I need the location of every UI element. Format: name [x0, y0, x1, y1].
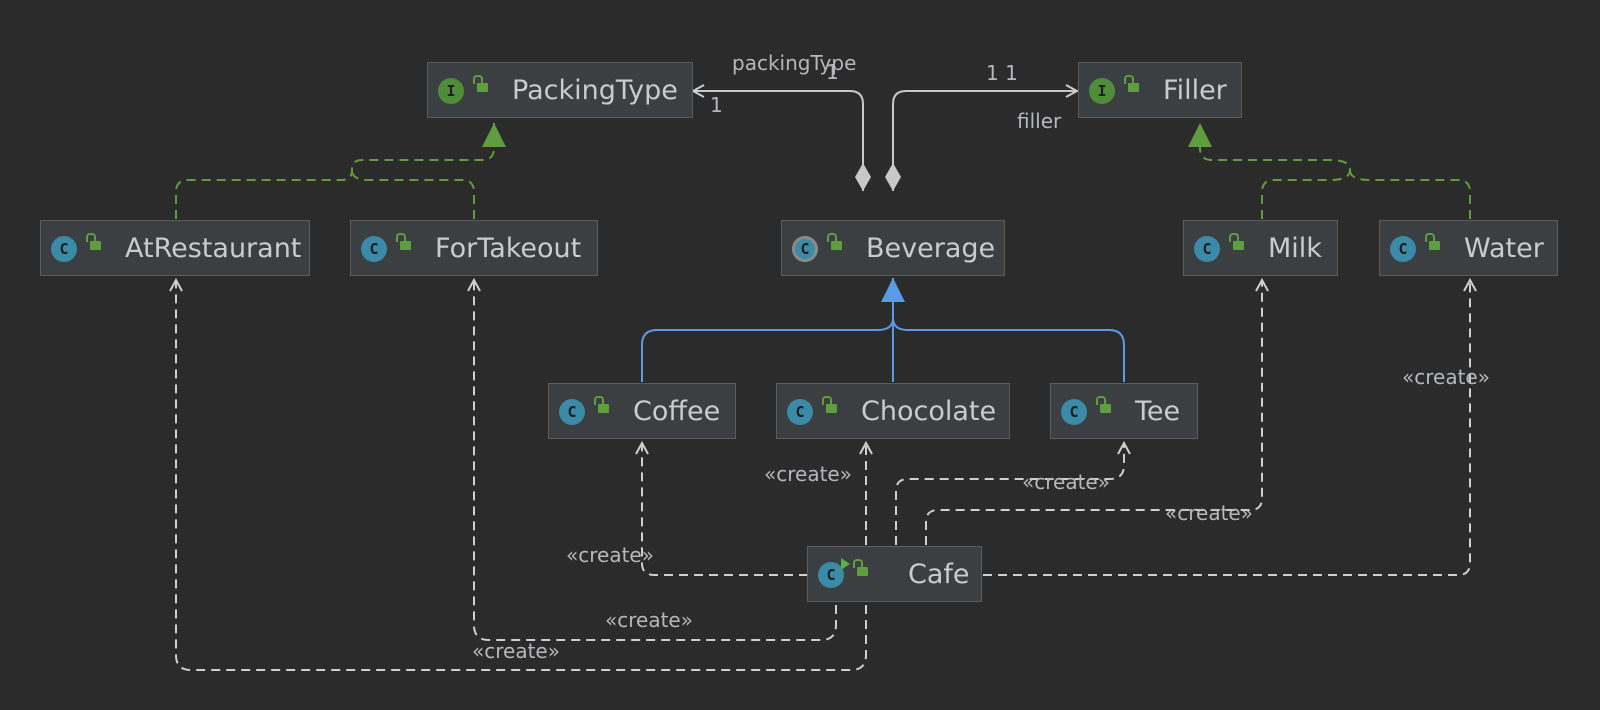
- node-label-beverage: Beverage: [866, 233, 996, 264]
- create-edge-atrestaurant: [176, 280, 867, 671]
- implements-edge-milk: [1188, 123, 1352, 219]
- public-lock-icon: [822, 396, 837, 413]
- interface-icon: I: [1089, 78, 1115, 104]
- create-label-coffee: «create»: [566, 543, 654, 567]
- create-edge-fortakeout: [474, 280, 837, 641]
- implements-edge-fortakeout: [351, 169, 475, 219]
- public-lock-icon: [86, 233, 101, 250]
- implements-edges-packingtype: [175, 123, 506, 219]
- class-icon: C: [51, 236, 77, 262]
- node-beverage[interactable]: C Beverage: [781, 220, 1005, 276]
- public-lock-icon: [594, 396, 609, 413]
- node-label-tee: Tee: [1135, 396, 1181, 427]
- extends-edge-tee: [892, 317, 1125, 382]
- filler-multiplicity-label: 1 1: [986, 61, 1018, 85]
- node-filler[interactable]: I Filler: [1078, 62, 1242, 118]
- create-edge-milk: [925, 280, 1262, 545]
- node-label-filler: Filler: [1163, 75, 1227, 106]
- node-milk[interactable]: C Milk: [1183, 220, 1338, 276]
- create-label-chocolate: «create»: [764, 462, 852, 486]
- node-coffee[interactable]: C Coffee: [548, 383, 736, 439]
- association-edges: [693, 91, 1077, 191]
- class-icon: C: [361, 236, 387, 262]
- create-edges: [176, 280, 1470, 671]
- public-lock-icon: [853, 559, 868, 576]
- node-packingtype[interactable]: I PackingType: [427, 62, 693, 118]
- create-label-fortakeout: «create»: [605, 608, 693, 632]
- packingtype-multiplicity-far: 1: [826, 60, 839, 84]
- create-label-atrestaurant: «create»: [472, 639, 560, 663]
- implements-edge-water: [1349, 169, 1471, 219]
- interface-icon: I: [438, 78, 464, 104]
- public-lock-icon: [827, 233, 842, 250]
- node-label-coffee: Coffee: [633, 396, 721, 427]
- class-icon: C: [1194, 236, 1220, 262]
- class-icon: C: [559, 399, 585, 425]
- abstract-class-icon: C: [792, 236, 818, 262]
- association-edge-packingtype: [693, 91, 863, 191]
- main-class-icon: C: [818, 558, 850, 588]
- node-cafe[interactable]: C Cafe: [807, 546, 982, 602]
- create-label-milk: «create»: [1165, 501, 1253, 525]
- node-label-milk: Milk: [1268, 233, 1322, 264]
- public-lock-icon: [473, 75, 488, 92]
- packingtype-multiplicity-near: 1: [710, 93, 723, 117]
- class-icon: C: [1390, 236, 1416, 262]
- class-icon: C: [1061, 399, 1087, 425]
- extends-edges-beverage: [641, 278, 1125, 382]
- public-lock-icon: [396, 233, 411, 250]
- filler-role-label: filler: [1017, 109, 1062, 133]
- extends-edge-coffee: [641, 278, 905, 382]
- class-icon: C: [787, 399, 813, 425]
- node-fortakeout[interactable]: C ForTakeout: [350, 220, 598, 276]
- node-water[interactable]: C Water: [1379, 220, 1558, 276]
- public-lock-icon: [1425, 233, 1440, 250]
- node-label-fortakeout: ForTakeout: [435, 233, 582, 264]
- node-tee[interactable]: C Tee: [1050, 383, 1198, 439]
- public-lock-icon: [1124, 75, 1139, 92]
- implements-edges-filler: [1188, 123, 1471, 219]
- node-label-atrestaurant: AtRestaurant: [125, 233, 302, 264]
- node-atrestaurant[interactable]: C AtRestaurant: [40, 220, 310, 276]
- create-label-tee: «create»: [1022, 470, 1110, 494]
- create-label-water: «create»: [1402, 365, 1490, 389]
- packingtype-role-label: packingType: [732, 51, 857, 75]
- association-edge-filler: [893, 91, 1077, 191]
- implements-edge-atrestaurant: [175, 123, 506, 219]
- create-edge-coffee: [642, 443, 808, 576]
- create-edge-tee: [895, 443, 1124, 545]
- public-lock-icon: [1229, 233, 1244, 250]
- node-label-water: Water: [1464, 233, 1544, 264]
- node-chocolate[interactable]: C Chocolate: [776, 383, 1010, 439]
- public-lock-icon: [1096, 396, 1111, 413]
- node-label-packingtype: PackingType: [512, 75, 678, 106]
- node-label-chocolate: Chocolate: [861, 396, 997, 427]
- create-edge-water: [983, 280, 1470, 576]
- node-label-cafe: Cafe: [908, 559, 970, 590]
